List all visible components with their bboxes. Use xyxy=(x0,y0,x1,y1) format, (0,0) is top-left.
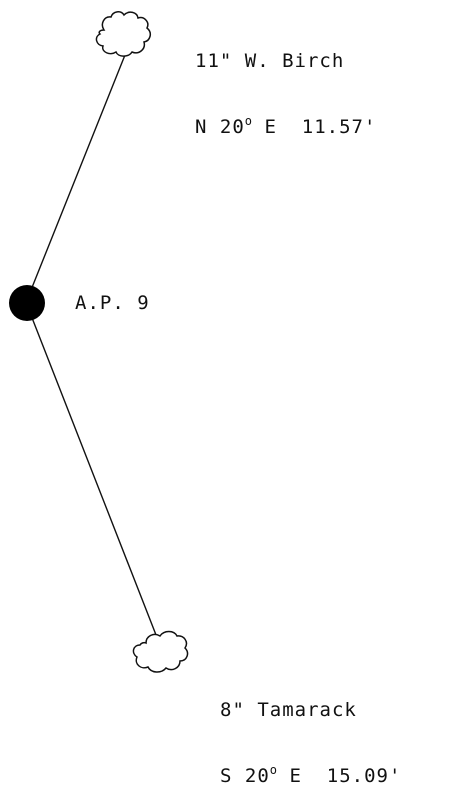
tamarack-bearing: S 20o E 15.09' xyxy=(220,763,402,789)
tamarack-bearing-suffix: E 15.09' xyxy=(277,765,402,787)
birch-bearing-prefix: N 20 xyxy=(195,116,245,138)
tamarack-degree-symbol: o xyxy=(269,763,277,777)
tamarack-bearing-prefix: S 20 xyxy=(220,765,270,787)
birch-bearing-suffix: E 11.57' xyxy=(252,116,377,138)
bearing-line-to-tamarack xyxy=(26,304,159,641)
accessory-point-marker xyxy=(9,285,45,321)
bearing-line-to-birch xyxy=(26,49,128,301)
survey-diagram xyxy=(9,11,189,673)
tamarack-name: 8" Tamarack xyxy=(220,699,357,721)
tamarack-label: 8" Tamarack S 20o E 15.09' xyxy=(220,655,401,811)
birch-label: 11" W. Birch N 20o E 11.57' xyxy=(195,6,376,162)
birch-degree-symbol: o xyxy=(244,114,252,128)
tree-symbol-birch xyxy=(95,11,152,57)
tree-symbol-tamarack xyxy=(132,630,189,673)
accessory-point-label: A.P. 9 xyxy=(75,292,150,314)
birch-name: 11" W. Birch xyxy=(195,50,345,72)
birch-bearing: N 20o E 11.57' xyxy=(195,114,377,140)
